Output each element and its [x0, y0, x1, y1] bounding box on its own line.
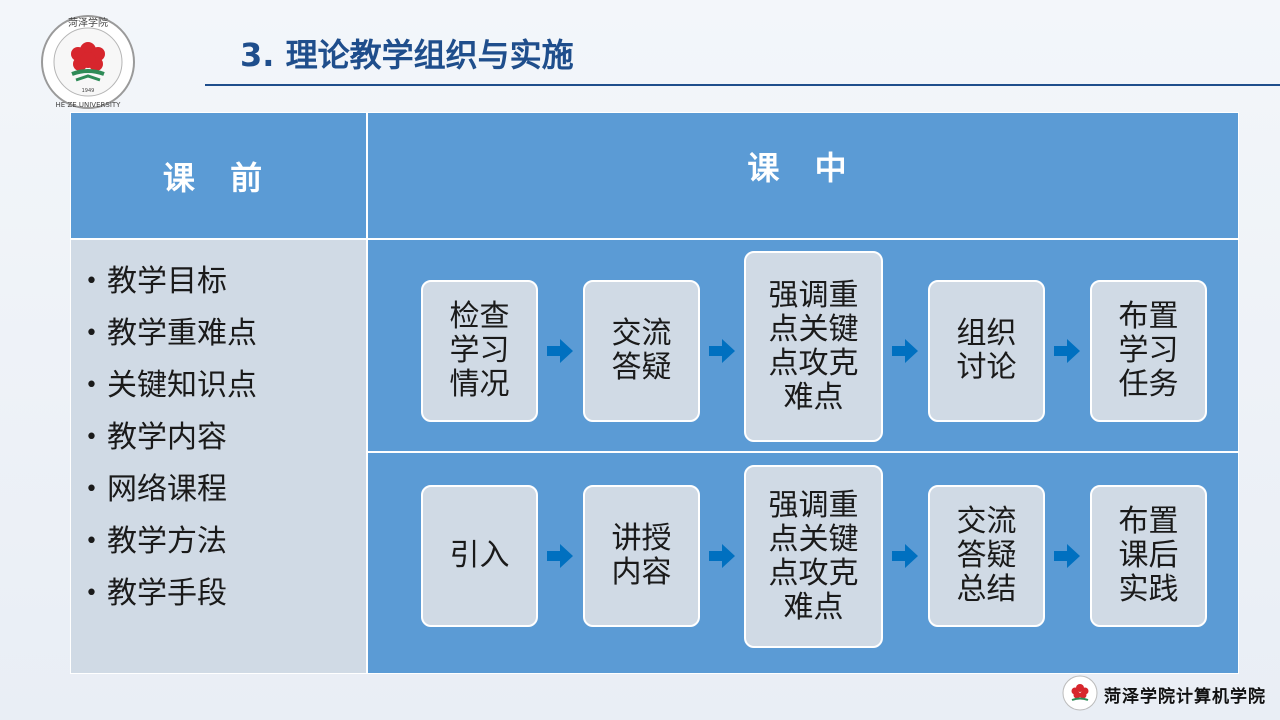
list-item: •关键知识点	[85, 360, 366, 412]
flow-step-organize-discussion: 组织 讨论	[928, 280, 1045, 422]
row-divider	[367, 451, 1239, 453]
flow-step-emphasize-key-points: 强调重 点关键 点攻克 难点	[744, 465, 883, 648]
flow-step-introduction: 引入	[421, 485, 538, 627]
logo-year-text: 1949	[82, 88, 95, 94]
list-item: •教学重难点	[85, 308, 366, 360]
logo-top-text: 菏泽学院	[68, 16, 108, 29]
arrow-right-icon	[709, 544, 735, 568]
arrow-right-icon	[1054, 544, 1080, 568]
flow-step-assign-tasks: 布置 学习 任务	[1090, 280, 1207, 422]
list-item: •网络课程	[85, 464, 366, 516]
flow-step-check-learning: 检查 学习 情况	[421, 280, 538, 422]
flow-step-exchange-qa: 交流 答疑	[583, 280, 700, 422]
teaching-organization-table: 课 前 课 中 •教学目标 •教学重难点 •关键知识点 •教学内容 •网络课程 …	[70, 112, 1239, 674]
arrow-right-icon	[892, 544, 918, 568]
pre-class-list-cell: •教学目标 •教学重难点 •关键知识点 •教学内容 •网络课程 •教学方法 •教…	[70, 239, 367, 674]
list-item: •教学方法	[85, 516, 366, 568]
flow-step-assign-practice: 布置 课后 实践	[1090, 485, 1207, 627]
bullet-icon: •	[85, 269, 98, 294]
list-item: •教学目标	[85, 256, 366, 308]
arrow-right-icon	[1054, 339, 1080, 363]
bullet-icon: •	[85, 425, 98, 450]
header-in-class: 课 中	[367, 112, 1239, 239]
flow-step-lecture-content: 讲授 内容	[583, 485, 700, 627]
bullet-icon: •	[85, 529, 98, 554]
pre-class-list: •教学目标 •教学重难点 •关键知识点 •教学内容 •网络课程 •教学方法 •教…	[85, 256, 366, 620]
bullet-icon: •	[85, 581, 98, 606]
flow-step-emphasize-key-points: 强调重 点关键 点攻克 难点	[744, 251, 883, 442]
bullet-icon: •	[85, 373, 98, 398]
page-title: 3. 理论教学组织与实施	[240, 36, 574, 74]
arrow-right-icon	[709, 339, 735, 363]
list-item: •教学手段	[85, 568, 366, 620]
bullet-icon: •	[85, 477, 98, 502]
footer-logo-icon	[1062, 675, 1098, 711]
logo-bottom-text: HE ZE UNIVERSITY	[56, 101, 122, 109]
university-logo-icon: 菏泽学院 HE ZE UNIVERSITY 1949	[41, 15, 135, 109]
header-pre-class: 课 前	[70, 112, 367, 239]
arrow-right-icon	[547, 544, 573, 568]
footer-college-name: 菏泽学院计算机学院	[1104, 687, 1266, 707]
title-divider	[205, 84, 1280, 86]
bullet-icon: •	[85, 321, 98, 346]
flow-step-qa-summary: 交流 答疑 总结	[928, 485, 1045, 627]
list-item: •教学内容	[85, 412, 366, 464]
arrow-right-icon	[892, 339, 918, 363]
arrow-right-icon	[547, 339, 573, 363]
